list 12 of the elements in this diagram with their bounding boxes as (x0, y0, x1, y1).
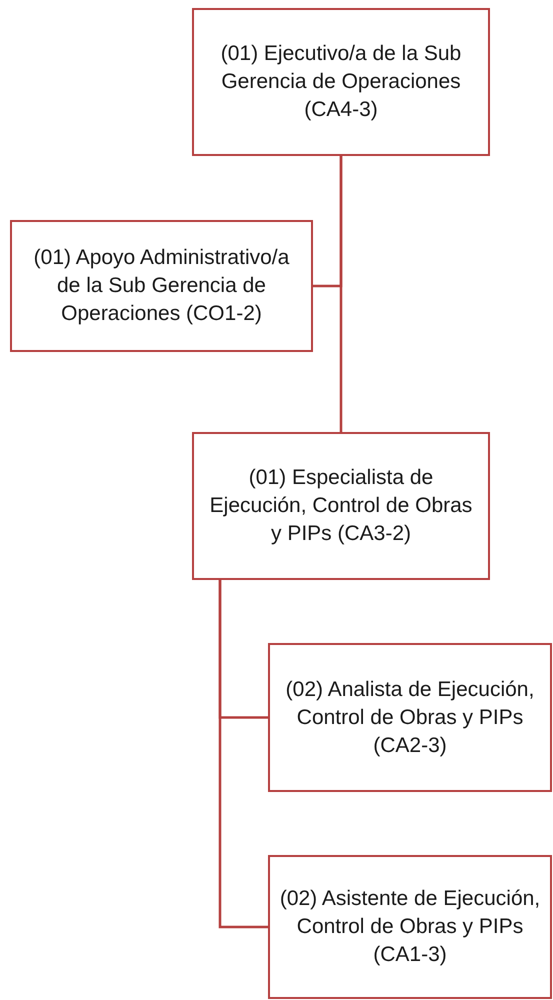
position-title: (01) Ejecutivo/a de la Sub Gerencia de Operaciones (CA4-3) (220, 41, 462, 123)
position-title: (02) Analista de Ejecución, Control de Obras y PIPs (CA2-3) (284, 676, 536, 758)
position-box (192, 8, 490, 156)
position-box (268, 643, 552, 792)
position-title: (01) Apoyo Administrativo/a de la Sub Gerencia de Operaciones (CO1-2) (32, 245, 290, 327)
position-box (268, 855, 552, 999)
connector-line (340, 156, 342, 432)
connector-line (218, 580, 268, 928)
position-box (10, 220, 313, 352)
position-box (192, 432, 490, 580)
position-title: (02) Asistente de Ejecución, Control de Obras y PIPs (CA1-3) (278, 886, 542, 968)
position-title: (01) Especialista de Ejecución, Control de Obras y PIPs (CA3-2) (208, 465, 474, 547)
